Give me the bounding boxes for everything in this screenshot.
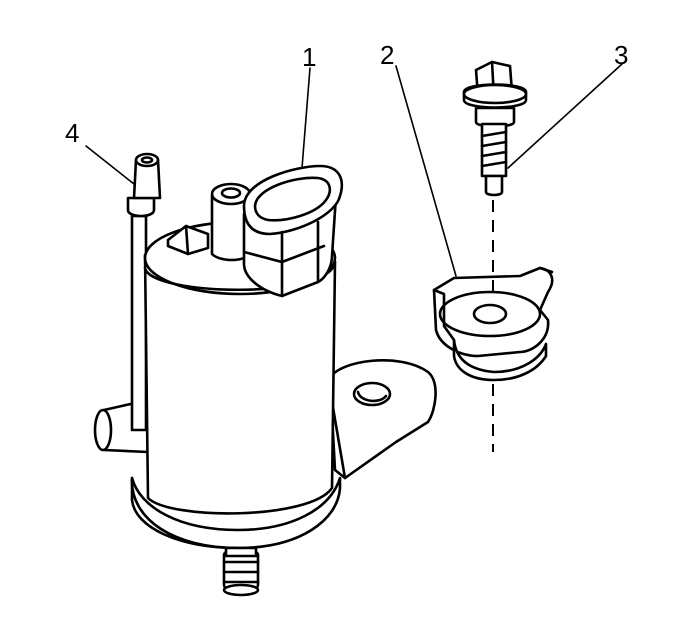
callout-3: 3 — [614, 40, 628, 70]
leader-line-3 — [507, 63, 623, 169]
retainer-clamp — [432, 266, 554, 382]
callout-2: 2 — [380, 40, 394, 70]
mounting-bracket — [328, 359, 437, 480]
callout-1: 1 — [302, 42, 316, 72]
mounting-bolt — [462, 60, 528, 197]
callout-4: 4 — [65, 118, 79, 148]
side-tube-stub — [93, 398, 150, 454]
top-fitting — [210, 182, 252, 262]
leader-line-1 — [301, 67, 311, 169]
electrical-connector — [242, 164, 344, 298]
clamp-bolt-hole — [472, 303, 508, 325]
leader-line-4 — [85, 145, 135, 185]
bottom-flange — [130, 476, 342, 550]
outlet-nipple — [222, 546, 260, 597]
leader-line-2 — [395, 65, 457, 277]
